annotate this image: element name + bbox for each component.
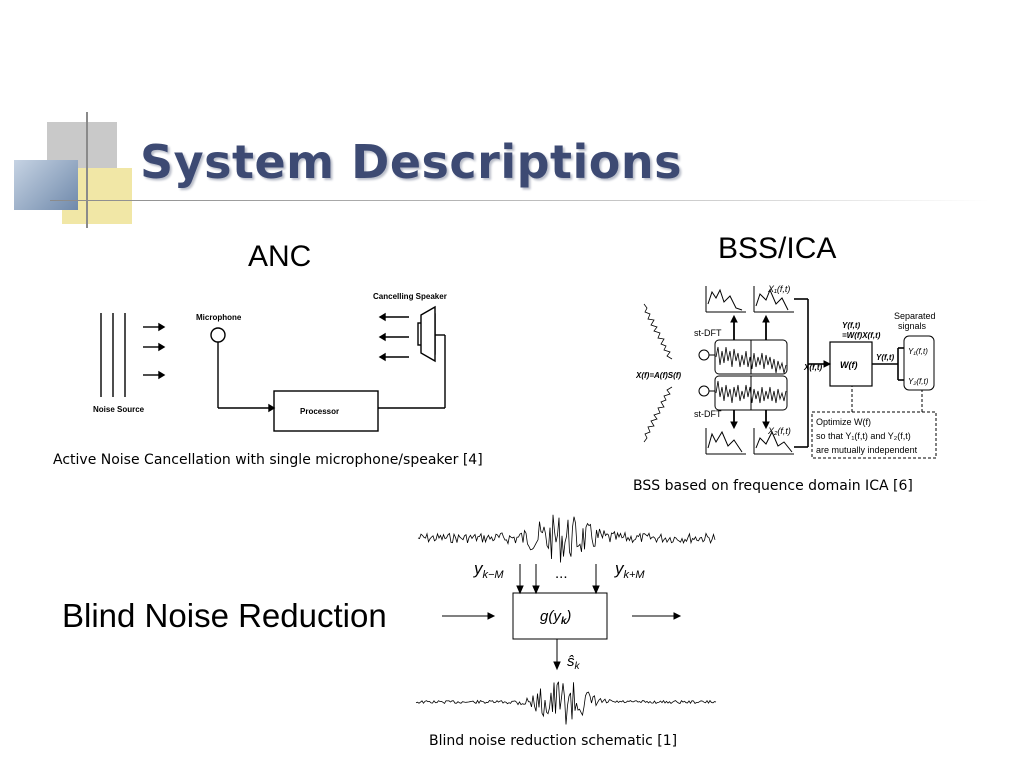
bnr-diagram: yk−M ... yk+M g(yk) ŝk — [415, 514, 717, 725]
bnr-clean-waveform — [415, 681, 717, 725]
bss-stdft-top-label: st-DFT — [694, 328, 722, 338]
bnr-caption: Blind noise reduction schematic [1] — [429, 733, 678, 749]
bss-caption: BSS based on frequence domain ICA [6] — [633, 478, 913, 494]
decor-vertical-line — [86, 112, 88, 228]
bss-y1-label: Y₁(f,t) — [908, 347, 928, 356]
anc-speaker-label: Cancelling Speaker — [373, 292, 447, 301]
anc-noise-source-label: Noise Source — [93, 405, 145, 414]
bss-stdft-bottom-label: st-DFT — [694, 409, 722, 419]
bss-x2-label: X₂(f,t) — [767, 426, 791, 436]
anc-processor-label: Processor — [300, 407, 339, 416]
bss-x1-label: X₁(f,t) — [767, 284, 790, 294]
bss-separated-label-1: Separated — [894, 311, 936, 321]
bss-w-eq-1: Y(f,t) — [842, 321, 861, 330]
bss-diagram: X₁(f,t) X₂(f,t) st-DFT st-DFT X(f)=A(f)S… — [636, 284, 937, 459]
bss-w-box-label: W(f) — [840, 360, 858, 370]
bnr-heading: Blind Noise Reduction — [62, 597, 387, 634]
slide-title: System Descriptions — [140, 135, 683, 189]
anc-diagram: Microphone Cancelling Speaker Noise Sour… — [93, 292, 447, 432]
anc-microphone-label: Microphone — [196, 313, 242, 322]
bss-opt-line-1: Optimize W(f) — [816, 417, 871, 427]
bss-opt-line-2: so that Y₁(f,t) and Y₂(f,t) — [816, 431, 911, 441]
bnr-dots-label: ... — [555, 565, 568, 582]
anc-caption: Active Noise Cancellation with single mi… — [53, 452, 483, 468]
bss-separated-label-2: signals — [898, 321, 927, 331]
bss-opt-line-3: are mutually independent — [816, 445, 918, 455]
microphone-icon — [210, 327, 226, 343]
bnr-y-left-label: yk−M — [473, 559, 504, 581]
decor-horizontal-line — [50, 200, 990, 201]
bnr-s-hat-label: ŝk — [567, 653, 581, 672]
bss-x-vector-label: X(f,t) — [803, 363, 823, 372]
bss-y-vector-label: Y(f,t) — [876, 353, 895, 362]
bss-y2-label: Y₂(f,t) — [908, 377, 929, 386]
bnr-y-right-label: yk+M — [614, 559, 645, 581]
bss-heading: BSS/ICA — [718, 232, 837, 265]
bnr-noisy-waveform — [417, 514, 716, 563]
processor-box — [273, 390, 379, 432]
anc-heading: ANC — [248, 240, 312, 273]
bss-w-eq-2: =W(f)X(f,t) — [842, 331, 881, 340]
bnr-g-box-label: g(yk) — [540, 608, 571, 627]
decor-square-blue — [14, 160, 78, 210]
bnr-g-box — [512, 592, 608, 640]
bss-mixing-label: X(f)=A(f)S(f) — [636, 371, 681, 380]
